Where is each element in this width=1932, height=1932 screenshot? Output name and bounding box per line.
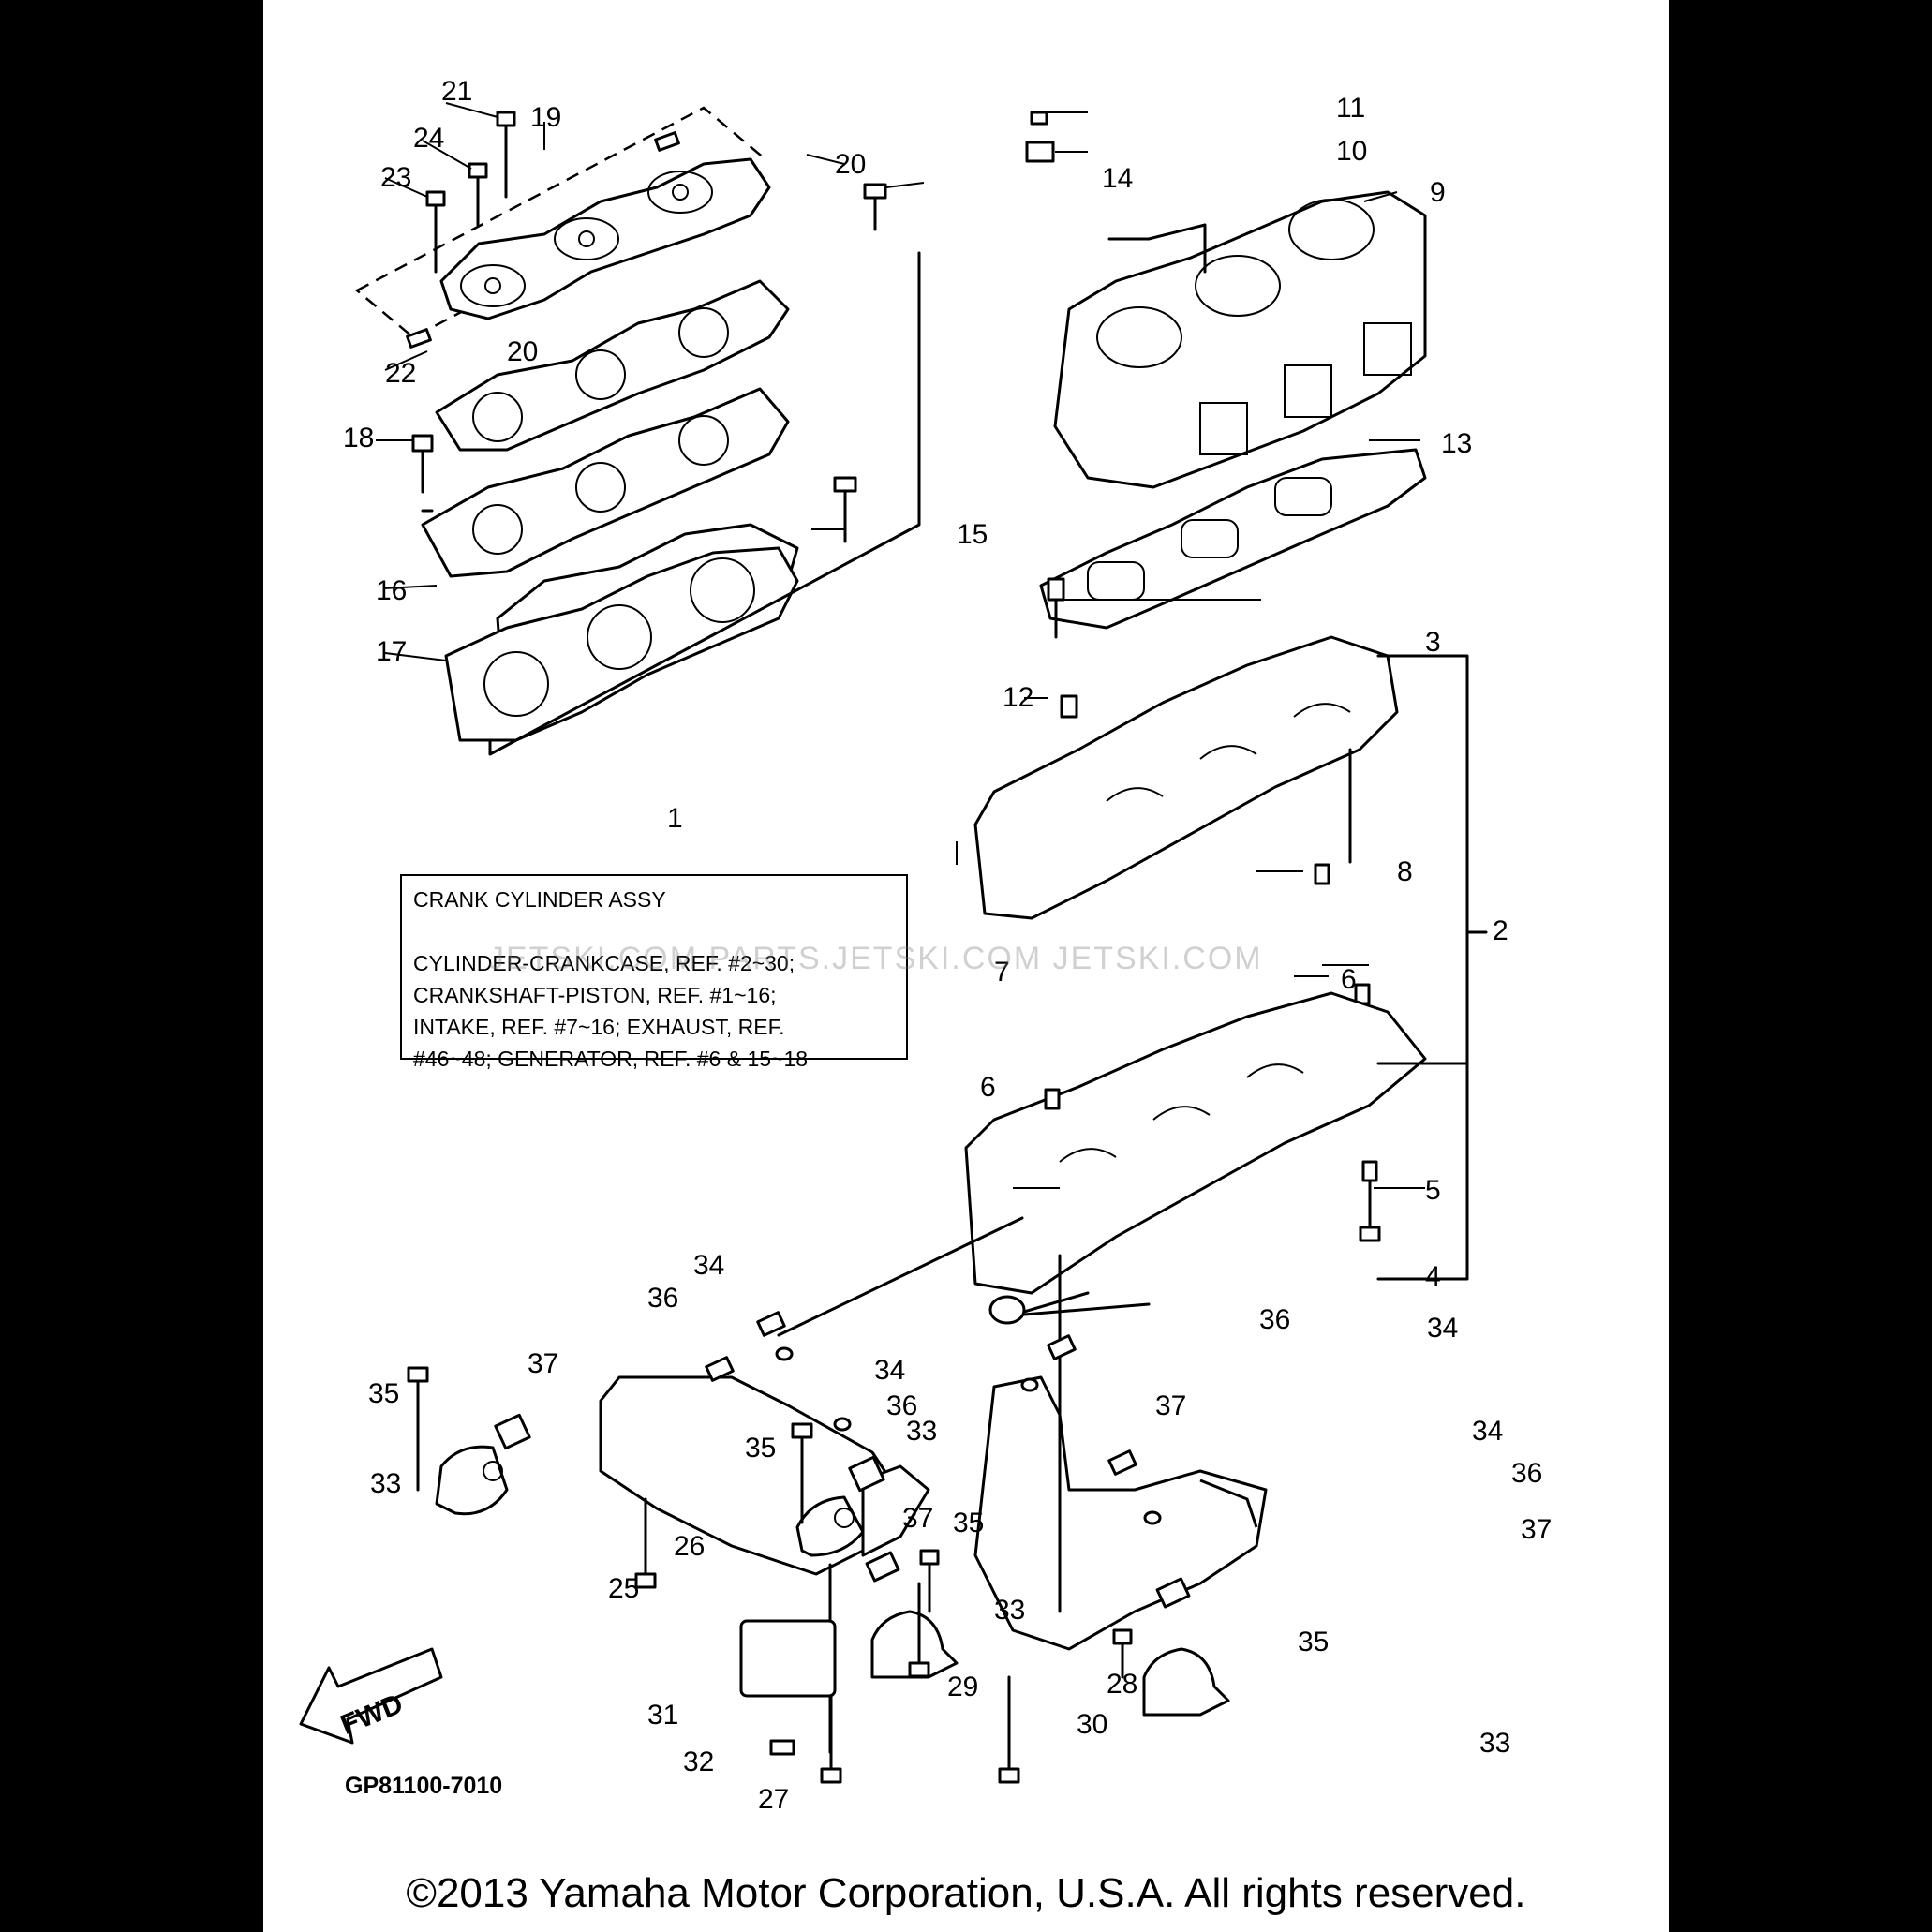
assembly-title: CRANK CYLINDER ASSY (413, 887, 666, 912)
callout-35a: 35 (368, 1378, 399, 1409)
callout-37a: 37 (528, 1348, 558, 1379)
assembly-line: INTAKE, REF. #7~16; EXHAUST, REF. (413, 1015, 785, 1039)
lower-crankcase (964, 991, 1427, 1325)
group-bracket (1376, 654, 1488, 1281)
callout-22: 22 (385, 358, 416, 389)
diagram-code: GP81100-7010 (345, 1773, 503, 1799)
callout-17: 17 (376, 636, 407, 667)
callout-13: 13 (1441, 428, 1472, 459)
callout-6a: 6 (1341, 964, 1357, 995)
callout-6b: 6 (980, 1072, 996, 1103)
callout-33c: 33 (994, 1595, 1025, 1626)
callout-11: 11 (1336, 93, 1365, 124)
callout-36c: 36 (1259, 1304, 1290, 1335)
callout-16: 16 (376, 575, 407, 606)
callout-34d: 34 (1472, 1416, 1503, 1447)
callout-4: 4 (1425, 1261, 1441, 1292)
callout-20b: 20 (507, 336, 538, 367)
callout-31: 31 (647, 1700, 678, 1731)
front-mount (407, 1216, 1024, 1784)
rear-mount (791, 1254, 1268, 1784)
callout-21: 21 (441, 76, 472, 107)
callout-24: 24 (413, 123, 444, 154)
callout-35c: 35 (745, 1433, 776, 1464)
callout-8: 8 (1397, 856, 1413, 887)
assembly-line: CRANKSHAFT-PISTON, REF. #1~16; (413, 983, 777, 1007)
head-cover-group (354, 106, 771, 339)
callout-36a: 36 (647, 1283, 678, 1314)
callout-34c: 34 (1427, 1313, 1458, 1344)
callout-32: 32 (683, 1746, 714, 1777)
callout-33d: 33 (1479, 1728, 1510, 1759)
callout-20a: 20 (835, 149, 866, 180)
assembly-reference-box: CRANK CYLINDER ASSY CYLINDER-CRANKCASE, … (400, 874, 908, 1071)
callout-36d: 36 (1511, 1458, 1542, 1489)
callout-18: 18 (343, 423, 374, 453)
callout-29: 29 (947, 1672, 978, 1702)
head-bolts (406, 111, 680, 494)
callout-36b: 36 (886, 1390, 917, 1421)
callout-9: 9 (1430, 177, 1446, 208)
callout-37d: 37 (1521, 1514, 1552, 1545)
callout-37c: 37 (1155, 1390, 1186, 1421)
callout-35b: 35 (953, 1508, 984, 1538)
callout-34a: 34 (693, 1250, 724, 1281)
copyright-notice: ©2013 Yamaha Motor Corporation, U.S.A. A… (406, 1870, 1526, 1916)
callout-25: 25 (608, 1573, 639, 1604)
callout-26: 26 (674, 1531, 705, 1562)
callout-3: 3 (1425, 627, 1441, 658)
callout-7: 7 (994, 957, 1010, 988)
leader-lines (376, 102, 1425, 1189)
callout-33a: 33 (370, 1468, 401, 1499)
callout-27: 27 (758, 1784, 789, 1815)
head-gaskets (421, 279, 790, 578)
callout-5: 5 (1425, 1175, 1441, 1206)
callout-35d: 35 (1298, 1627, 1329, 1657)
cylinder-block (833, 111, 1427, 543)
callout-34b: 34 (874, 1355, 905, 1386)
callout-2: 2 (1493, 915, 1508, 946)
callout-1: 1 (667, 803, 683, 834)
callout-12: 12 (1003, 682, 1033, 713)
base-gasket (1039, 448, 1427, 630)
cylinder-head (421, 251, 921, 756)
callout-19: 19 (530, 102, 561, 133)
callout-33b: 33 (906, 1416, 937, 1447)
diagram-sheet: 1 2 3 4 5 6 6 7 8 9 10 11 12 13 14 15 16… (263, 0, 1669, 1932)
callout-23: 23 (380, 162, 411, 193)
callout-37b: 37 (902, 1503, 933, 1534)
assembly-line: #46~48; GENERATOR, REF. #6 & 15~18 (413, 1047, 809, 1071)
watermark: JETSKI.COM PARTS.JETSKI.COM JETSKI.COM (488, 941, 1263, 976)
exploded-parts-diagram: 1 2 3 4 5 6 6 7 8 9 10 11 12 13 14 15 16… (299, 76, 1552, 1815)
callout-28: 28 (1107, 1669, 1137, 1700)
callout-14: 14 (1102, 163, 1133, 194)
forward-arrow-icon (299, 1647, 443, 1745)
callout-30: 30 (1077, 1709, 1107, 1740)
callout-10: 10 (1336, 136, 1367, 167)
upper-crankcase (973, 577, 1399, 1005)
assembly-line: CYLINDER-CRANKCASE, REF. #2~30; (413, 951, 795, 975)
callout-15: 15 (957, 519, 988, 550)
